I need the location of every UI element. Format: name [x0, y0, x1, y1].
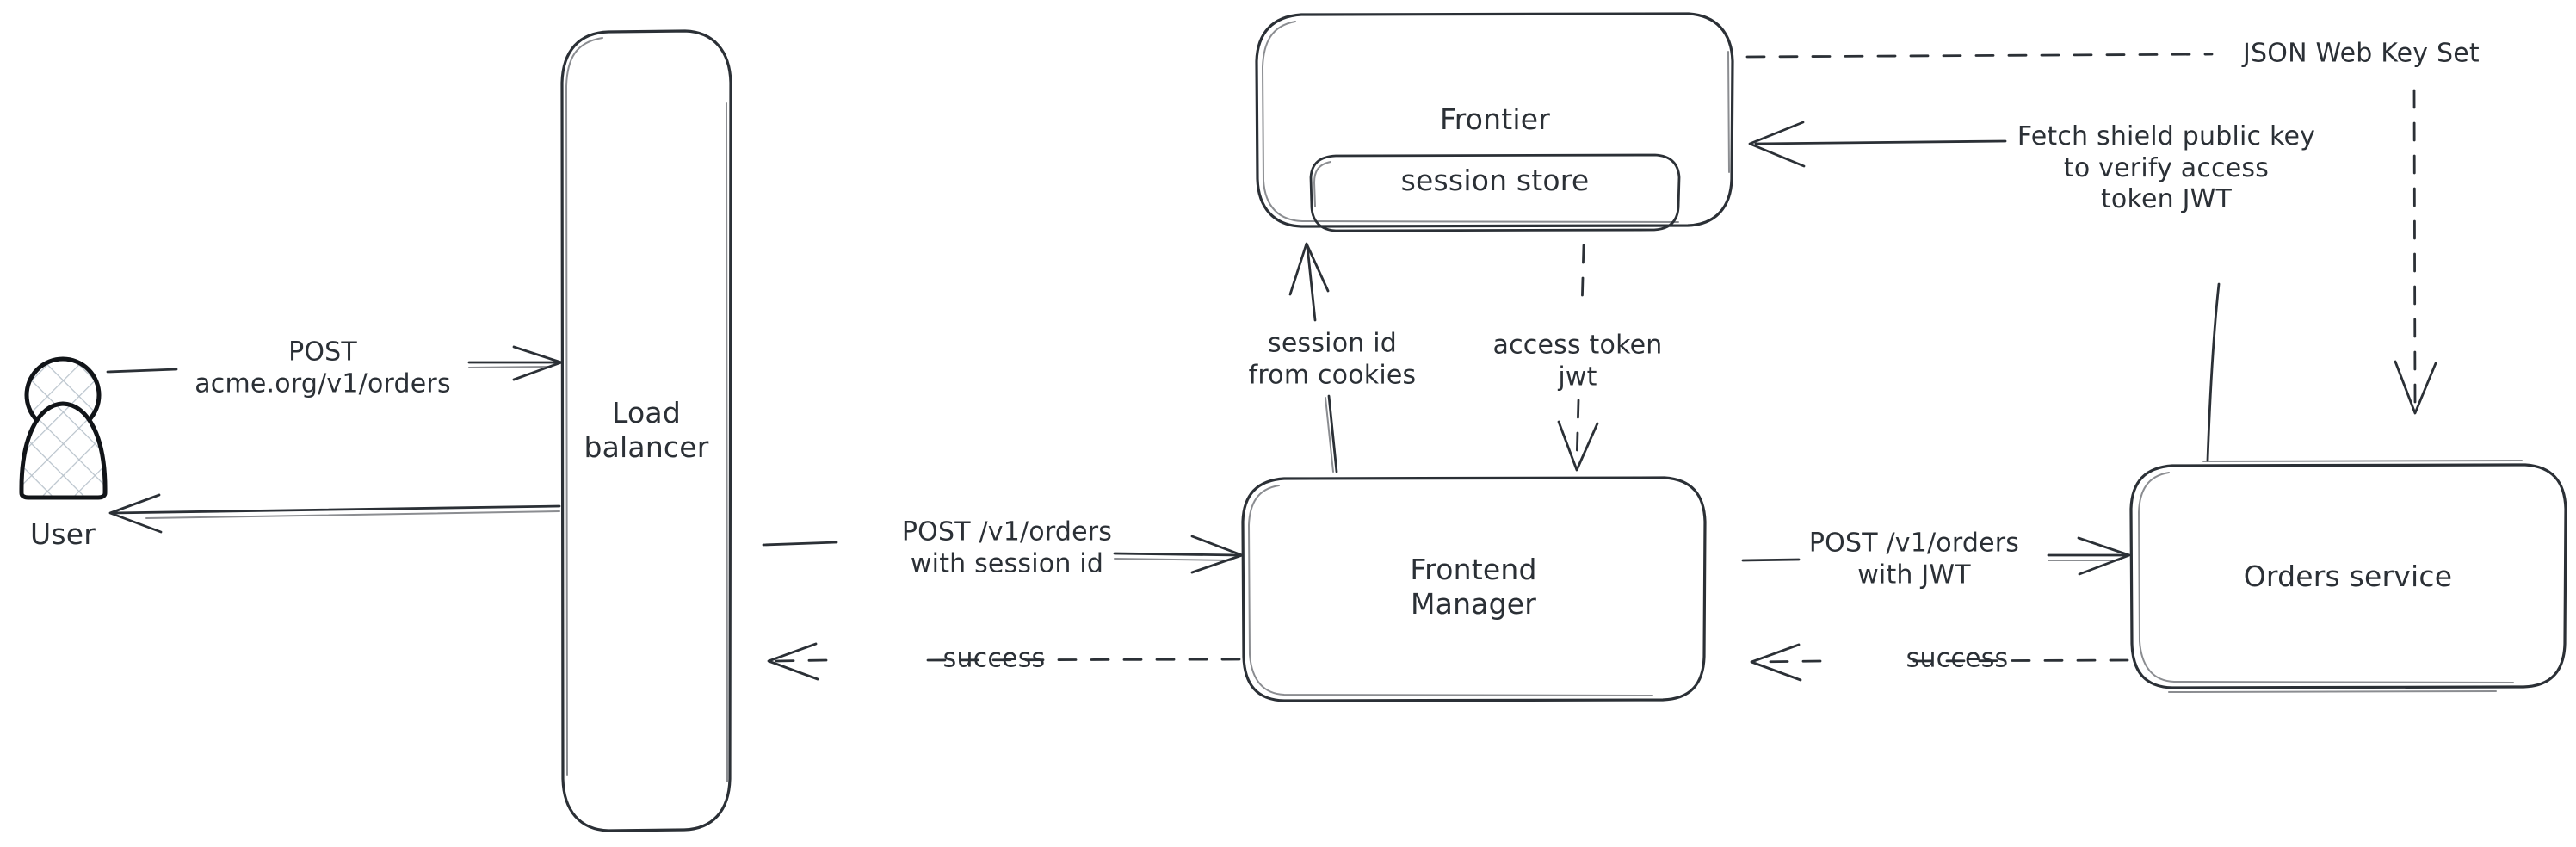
edge-orders-to-fm-success	[1750, 643, 2129, 682]
edge-fm-to-orders	[1741, 536, 2131, 576]
edge-fm-to-frontier	[1288, 242, 1338, 473]
edge-lb-to-fm	[762, 535, 1244, 574]
session-store-shape	[1309, 153, 1681, 232]
edge-frontier-to-fm	[1557, 244, 1599, 472]
edge-user-to-lb	[106, 345, 563, 381]
edge-frontier-to-orders-jwks	[1745, 53, 2437, 415]
edge-lb-to-user	[108, 493, 561, 534]
load-balancer-shape	[560, 29, 732, 832]
frontier-shape	[1255, 12, 1734, 228]
orders-service-shape	[2129, 460, 2567, 693]
frontend-manager-shape	[1241, 476, 1707, 702]
user-actor-icon	[19, 356, 108, 500]
edge-fm-to-lb-success	[767, 642, 1241, 681]
edge-orders-to-frontier-fetch	[1748, 121, 2221, 462]
